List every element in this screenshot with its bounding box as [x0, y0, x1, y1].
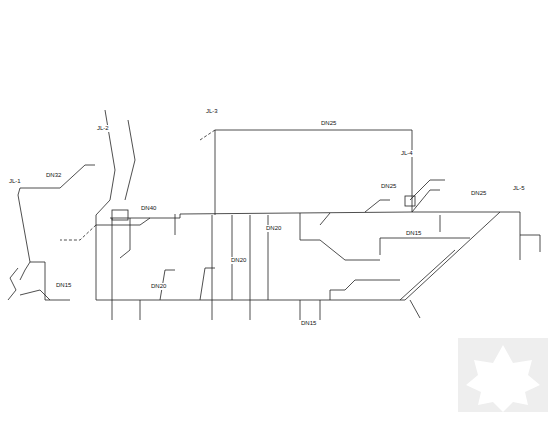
pipe-label: DN20	[150, 283, 167, 290]
pipe-label: DN25	[380, 183, 397, 190]
pipe-label: DN20	[230, 257, 247, 264]
pipe-label: DN15	[55, 282, 72, 289]
pipe-label: DN15	[405, 230, 422, 237]
pipe-label: JL-4	[400, 150, 414, 157]
pipe-label: JL-3	[205, 108, 219, 115]
pipe-label: JL-1	[8, 178, 22, 185]
pipe-label: JL-2	[96, 125, 110, 132]
pipe-label: DN20	[265, 225, 282, 232]
pipe-label: DN25	[320, 120, 337, 127]
pipe-label: JL-5	[512, 185, 526, 192]
pipe-label: DN40	[140, 205, 157, 212]
pipe-label: DN15	[300, 320, 317, 327]
pipe-label: DN32	[45, 172, 62, 179]
pipe-label: DN25	[470, 190, 487, 197]
